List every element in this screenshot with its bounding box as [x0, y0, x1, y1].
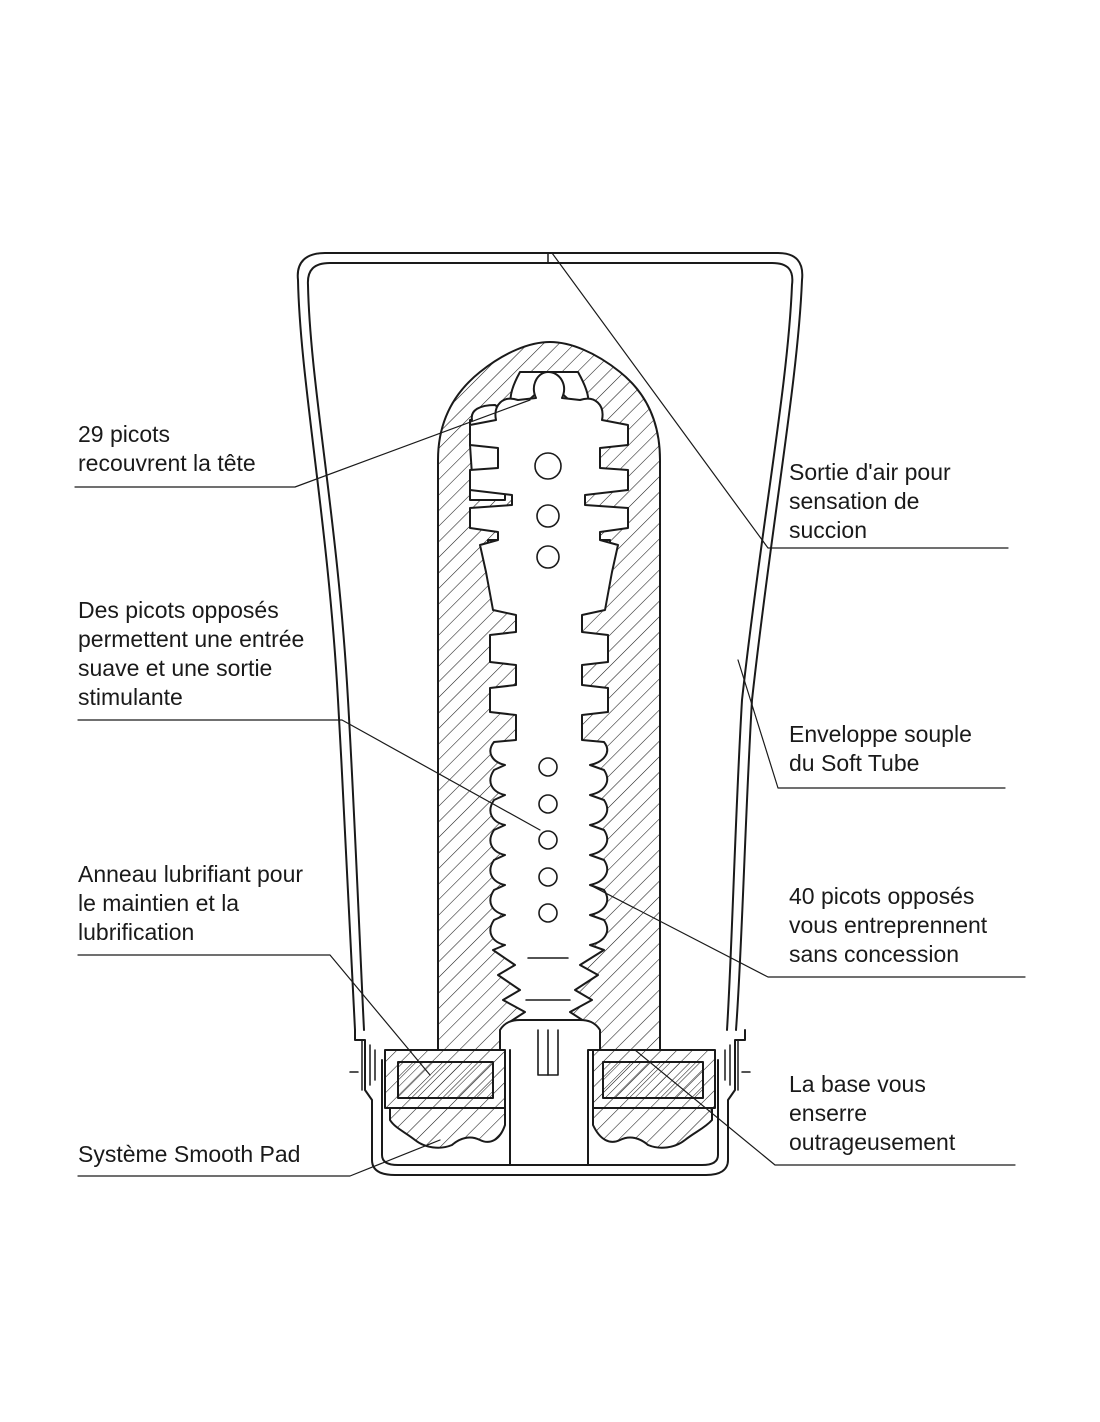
canal-holes	[534, 452, 562, 923]
center-column	[499, 1019, 601, 1166]
base-inner-housing	[381, 1059, 719, 1166]
label-air-outlet: Sortie d'air pour sensation de succion	[789, 459, 951, 543]
smooth-pad-right	[592, 1107, 713, 1149]
label-opposed-spikes: Des picots opposés permettent une entrée…	[78, 597, 305, 710]
label-base: La base vous enserre outrageusement	[789, 1071, 956, 1155]
lube-ring-right	[602, 1061, 704, 1099]
leader-lines	[74, 252, 1026, 1177]
soft-case-inner-outline	[306, 262, 794, 1031]
label-forty-spikes: 40 picots opposés vous entreprennent san…	[789, 883, 988, 967]
label-soft-case: Enveloppe souple du Soft Tube	[789, 721, 972, 776]
smooth-pad-left	[389, 1107, 506, 1149]
lube-ring-left	[397, 1061, 494, 1099]
label-lube-ring: Anneau lubrifiant pour le maintien et la…	[78, 861, 304, 945]
label-smooth-pad: Système Smooth Pad	[78, 1141, 301, 1167]
base-housing	[354, 1029, 746, 1176]
label-head-spikes: 29 picots recouvrent la tête	[78, 421, 256, 476]
